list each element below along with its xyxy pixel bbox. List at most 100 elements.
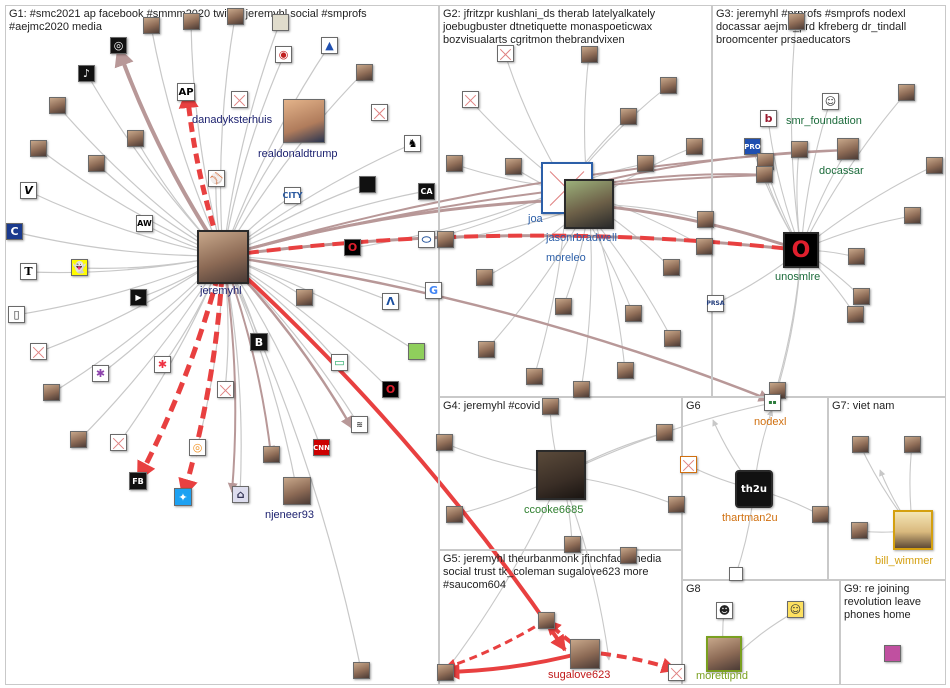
node-g1-ae[interactable]: ◎ bbox=[189, 439, 206, 456]
node-g1-z[interactable] bbox=[43, 384, 60, 401]
node-g2-b[interactable] bbox=[581, 46, 598, 63]
node-g1-h[interactable]: ▲ bbox=[321, 37, 338, 54]
node-g7-c[interactable] bbox=[851, 522, 868, 539]
node-g1-ac[interactable] bbox=[70, 431, 87, 448]
node-cnn[interactable]: CNN bbox=[313, 439, 330, 456]
node-g5-b[interactable] bbox=[538, 612, 555, 629]
node-g1-i[interactable] bbox=[356, 64, 373, 81]
node-nbc[interactable]: ✱ bbox=[92, 365, 109, 382]
node-g5-c[interactable] bbox=[437, 664, 454, 681]
node-cubs[interactable]: C bbox=[6, 223, 23, 240]
node-g5-a[interactable] bbox=[620, 547, 637, 564]
node-g3-e[interactable] bbox=[791, 141, 808, 158]
node-aw[interactable]: AW bbox=[136, 215, 153, 232]
node-vlogo[interactable]: V bbox=[20, 182, 37, 199]
node-twitter[interactable]: ✦ bbox=[174, 488, 192, 506]
node-g6-a[interactable] bbox=[680, 456, 697, 473]
node-ccooke6685[interactable] bbox=[536, 450, 586, 500]
node-g1-ah[interactable] bbox=[353, 662, 370, 679]
node-g3-f[interactable] bbox=[756, 166, 773, 183]
node-g1-s[interactable]: ▯ bbox=[8, 306, 25, 323]
node-g1-f[interactable] bbox=[272, 14, 289, 31]
node-g3-b[interactable]: ☺ bbox=[822, 93, 839, 110]
node-g2-o[interactable] bbox=[663, 259, 680, 276]
node-g4-d[interactable] bbox=[446, 506, 463, 523]
node-g1-e[interactable] bbox=[227, 8, 244, 25]
node-g1-c[interactable] bbox=[143, 17, 160, 34]
node-g5-d[interactable] bbox=[668, 664, 685, 681]
node-g1-n[interactable]: ♞ bbox=[404, 135, 421, 152]
node-g4-f[interactable] bbox=[564, 536, 581, 553]
node-unosmlre[interactable]: O bbox=[783, 232, 819, 268]
node-g3-a[interactable] bbox=[788, 13, 805, 30]
node-g2-t[interactable] bbox=[617, 362, 634, 379]
node-jasonrbradwell[interactable] bbox=[564, 179, 614, 229]
node-g1-g[interactable]: ◉ bbox=[275, 46, 292, 63]
node-g1-u[interactable]: Λ bbox=[382, 293, 399, 310]
node-g1-y[interactable]: ▭ bbox=[331, 354, 348, 371]
node-nyt[interactable]: T bbox=[20, 263, 37, 280]
node-nodexl[interactable]: ▪▪ bbox=[764, 394, 781, 411]
node-g3-j[interactable] bbox=[853, 288, 870, 305]
node-g2-m[interactable] bbox=[696, 238, 713, 255]
node-g1-q[interactable] bbox=[359, 176, 376, 193]
node-g4-e[interactable] bbox=[668, 496, 685, 513]
node-g1-o[interactable]: ⚾ bbox=[208, 170, 225, 187]
node-g8-a[interactable]: ☻ bbox=[716, 602, 733, 619]
node-g2-a[interactable] bbox=[497, 45, 514, 62]
node-g1-t[interactable] bbox=[296, 289, 313, 306]
node-g1-ag[interactable]: ⌂ bbox=[232, 486, 249, 503]
node-youtube[interactable]: ▶ bbox=[130, 289, 147, 306]
node-g2-p[interactable] bbox=[555, 298, 572, 315]
node-g4-a[interactable] bbox=[542, 398, 559, 415]
node-snapchat[interactable]: 👻 bbox=[71, 259, 88, 276]
node-g3-i[interactable] bbox=[848, 248, 865, 265]
node-g6-c[interactable] bbox=[729, 567, 743, 581]
node-jeremyhl[interactable] bbox=[197, 230, 249, 284]
node-g1-af[interactable] bbox=[263, 446, 280, 463]
node-ap[interactable]: AP bbox=[177, 83, 195, 101]
node-g1-k[interactable] bbox=[127, 130, 144, 147]
node-g9-a[interactable] bbox=[884, 645, 901, 662]
node-g2-k[interactable]: ⬭ bbox=[418, 231, 435, 248]
node-g2-c[interactable] bbox=[660, 77, 677, 94]
node-g8-b[interactable]: ☺ bbox=[787, 601, 804, 618]
node-g2-l[interactable] bbox=[437, 231, 454, 248]
node-thartman2u[interactable]: th2u bbox=[735, 470, 773, 508]
node-g1-ab[interactable]: ≋ bbox=[351, 416, 368, 433]
node-unomaha-g2[interactable]: O bbox=[344, 239, 361, 256]
node-g7-b[interactable] bbox=[904, 436, 921, 453]
node-g3-k[interactable] bbox=[847, 306, 864, 323]
node-g1-v[interactable] bbox=[30, 343, 47, 360]
node-smr_foundation[interactable]: b bbox=[760, 110, 777, 127]
node-g4-c[interactable] bbox=[656, 424, 673, 441]
node-g2-i[interactable] bbox=[637, 155, 654, 172]
node-g2-j[interactable] bbox=[697, 211, 714, 228]
node-g2-v[interactable] bbox=[573, 381, 590, 398]
node-docassar[interactable] bbox=[837, 138, 859, 160]
node-g1-ad[interactable] bbox=[110, 434, 127, 451]
node-g1-m[interactable] bbox=[88, 155, 105, 172]
node-g2-g[interactable] bbox=[446, 155, 463, 172]
node-g1-l[interactable] bbox=[30, 140, 47, 157]
node-njeneer93[interactable] bbox=[283, 477, 311, 505]
node-facebook[interactable]: FB bbox=[129, 472, 147, 490]
node-g3-h[interactable] bbox=[904, 207, 921, 224]
node-realdonaldtrump[interactable] bbox=[283, 99, 325, 143]
node-google[interactable]: G bbox=[425, 282, 442, 299]
node-tiktok[interactable]: ♪ bbox=[78, 65, 95, 82]
node-unomaha-g1[interactable]: O bbox=[382, 381, 399, 398]
node-g2-d[interactable] bbox=[462, 91, 479, 108]
node-g2-r[interactable] bbox=[478, 341, 495, 358]
node-g1-r[interactable]: CA bbox=[418, 183, 435, 200]
node-g1-b[interactable] bbox=[371, 104, 388, 121]
node-g3-c[interactable] bbox=[898, 84, 915, 101]
node-g2-s[interactable] bbox=[664, 330, 681, 347]
node-g1-p[interactable]: CITY bbox=[282, 187, 303, 204]
node-g7-a[interactable] bbox=[852, 436, 869, 453]
node-g1-aa[interactable] bbox=[217, 381, 234, 398]
node-g4-b[interactable] bbox=[436, 434, 453, 451]
node-sugalove623[interactable] bbox=[570, 639, 600, 669]
node-g1-j[interactable] bbox=[49, 97, 66, 114]
node-g1-w[interactable] bbox=[408, 343, 425, 360]
